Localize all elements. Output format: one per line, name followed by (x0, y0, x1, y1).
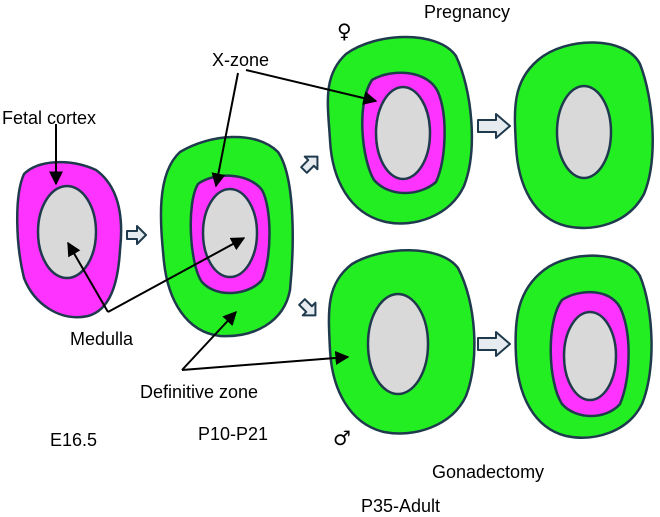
pointer-definitive-to-p10 (181, 310, 237, 371)
label-pregnancy: Pregnancy (424, 2, 510, 22)
pointer-medulla (67, 241, 109, 313)
pointer-definitive-to-male (181, 351, 350, 371)
label-gonadectomy: Gonadectomy (432, 462, 544, 482)
medulla-shape (36, 184, 98, 280)
flow-arrow-gonadectomy (477, 331, 511, 357)
pointer-x-zone-to-female (245, 69, 378, 105)
gland-p10-p21 (159, 135, 294, 338)
medulla-shape (562, 310, 618, 402)
flow-arrow-pregnancy (477, 113, 511, 139)
medulla-shape (555, 84, 613, 180)
gland-male-before-gonadectomy (327, 249, 476, 435)
label-stage-e16-5: E16.5 (50, 430, 97, 450)
medulla-shape (201, 187, 259, 279)
flow-arrow-e16-to-p10 (126, 225, 147, 245)
label-fetal-cortex: Fetal cortex (2, 108, 96, 128)
label-medulla: Medulla (70, 329, 134, 349)
gland-e16-5 (15, 160, 123, 319)
label-definitive-zone: Definitive zone (140, 382, 258, 402)
medulla-shape (366, 292, 430, 396)
male-symbol-icon: ♂ (333, 426, 351, 450)
gland-female-before-pregnancy (326, 35, 474, 225)
pointer-x-zone-to-p10 (211, 72, 239, 188)
gland-female-after-pregnancy (513, 41, 654, 230)
pointer-medulla-to-p10 (107, 237, 246, 313)
label-x-zone: X-zone (212, 50, 269, 70)
gland-male-after-gonadectomy (514, 254, 653, 439)
flow-arrow-to-male (298, 298, 317, 317)
label-stage-p35-adult: P35-Adult (361, 496, 440, 516)
medulla-shape (374, 85, 432, 181)
female-symbol-icon: ♀ (337, 19, 352, 43)
flow-arrow-to-female (300, 155, 319, 174)
label-stage-p10-p21: P10-P21 (198, 424, 268, 444)
